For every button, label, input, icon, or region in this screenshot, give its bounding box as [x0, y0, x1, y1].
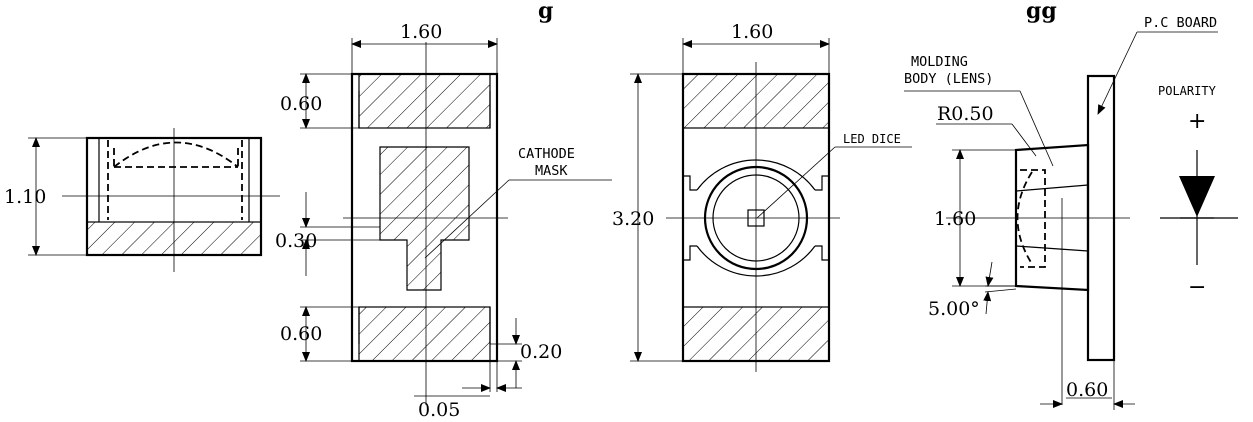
front-view-pad-top — [682, 73, 830, 129]
side-view-lens — [113, 141, 239, 168]
front-view-width-dim: 1.60 — [731, 21, 773, 43]
top-view-width-dim: 1.60 — [400, 21, 442, 43]
molding-body-label-line2: BODY (LENS) — [904, 71, 993, 87]
led-dice-label: LED DICE — [843, 132, 901, 146]
front-view-pad-bottom — [682, 306, 830, 362]
polarity-label: POLARITY — [1158, 84, 1217, 98]
mount-view-angle-dim: 5.00° — [928, 298, 980, 320]
top-view: 1.60 0.60 0.30 0.60 0.20 0.05 CATHODE MA… — [275, 21, 612, 421]
mount-view: 1.60 5.00° R0.50 MOLDING BODY (LENS) P.C… — [904, 15, 1218, 410]
molding-body-label-line1: MOLDING — [911, 54, 968, 70]
cathode-mask-label-line2: MASK — [535, 163, 568, 179]
front-view-height-dim: 3.20 — [612, 208, 654, 230]
top-view-pad-dim-bottom: 0.60 — [280, 323, 322, 345]
cathode-mask — [379, 146, 470, 291]
top-view-pad-dim-top: 0.60 — [280, 93, 322, 115]
header-fragment-right: gg — [1026, 0, 1057, 24]
side-view-height-dim: 1.10 — [4, 186, 46, 208]
polarity-minus: − — [1188, 275, 1206, 300]
front-view: 1.60 3.20 LED DICE — [612, 21, 912, 372]
front-view-lens-ring — [703, 165, 809, 271]
cathode-mask-label-line1: CATHODE — [518, 146, 575, 162]
side-view: 1.10 — [4, 128, 280, 272]
top-view-pad-top — [358, 73, 491, 129]
molding-body — [1014, 143, 1090, 292]
top-view-mask-dim: 0.30 — [275, 230, 317, 252]
polarity-symbol: POLARITY + − — [1158, 84, 1238, 300]
mount-view-height-dim: 1.60 — [934, 208, 976, 230]
mount-view-radius-dim: R0.50 — [937, 103, 994, 125]
pc-board-label: P.C BOARD — [1144, 15, 1217, 31]
top-view-gap-dim: 0.05 — [418, 399, 460, 421]
mount-view-thickness-dim: 0.60 — [1066, 379, 1108, 401]
lens-outline — [1016, 169, 1046, 268]
top-view-pad-bottom — [358, 306, 491, 362]
top-view-offset-dim: 0.20 — [520, 341, 562, 363]
header-fragment: g — [538, 0, 553, 24]
side-view-base — [86, 221, 262, 256]
diode-triangle — [1179, 176, 1215, 217]
polarity-plus: + — [1188, 109, 1206, 134]
led-dice — [747, 209, 765, 227]
